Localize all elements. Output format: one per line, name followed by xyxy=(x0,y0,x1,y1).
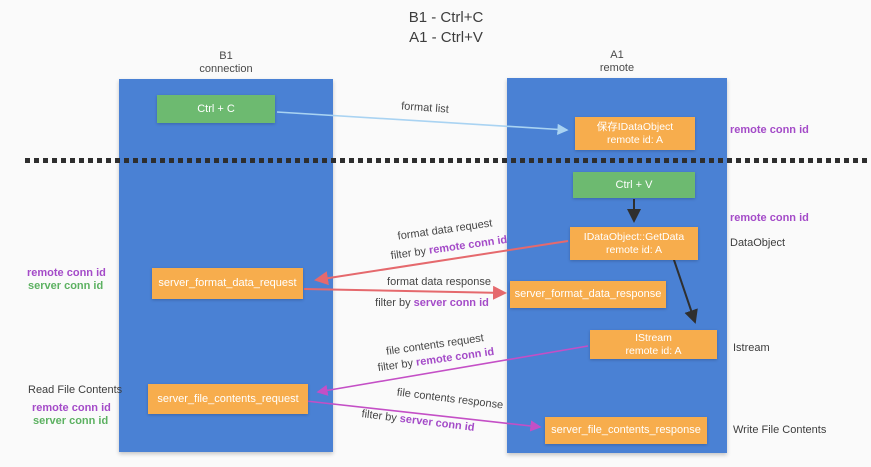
node-server-file-contents-response-label: server_file_contents_response xyxy=(551,424,701,436)
lane-a1-name: A1 xyxy=(610,49,624,61)
filter-by-text: filter by xyxy=(390,245,427,263)
node-idataobject-getdata: IDataObject::GetData remote id: A xyxy=(570,227,698,260)
filter-by-text: filter by xyxy=(375,297,411,309)
node-istream: IStream remote id: A xyxy=(590,330,717,359)
diagram-title: B1 - Ctrl+C A1 - Ctrl+V xyxy=(286,8,606,48)
node-save-idataobject-line2: remote id: A xyxy=(606,133,664,146)
label-format-list: format list xyxy=(400,100,450,116)
lane-header-b1: B1 connection xyxy=(119,50,333,76)
filter-by-text: filter by xyxy=(360,408,398,425)
annotation-istream: Istream xyxy=(733,342,770,354)
node-ctrl-c: Ctrl + C xyxy=(157,95,275,123)
node-server-file-contents-request: server_file_contents_request xyxy=(148,384,308,414)
title-line-2: A1 - Ctrl+V xyxy=(409,29,483,46)
annotation-dataobject: DataObject xyxy=(730,237,786,249)
node-server-format-data-request-label: server_format_data_request xyxy=(158,277,297,289)
node-server-format-data-response: server_format_data_response xyxy=(510,281,666,308)
annotation-write-file-contents: Write File Contents xyxy=(733,424,827,436)
node-server-file-contents-request-label: server_file_contents_request xyxy=(157,392,299,405)
node-istream-line2: remote id: A xyxy=(625,344,682,357)
annotation-remote-conn-id-bottom-left: remote conn id xyxy=(32,402,111,414)
node-istream-line1: IStream xyxy=(635,331,672,344)
lane-a1-subtitle: remote xyxy=(599,62,635,74)
node-ctrl-v-label: Ctrl + V xyxy=(615,178,653,191)
annotation-read-file-contents: Read File Contents xyxy=(28,384,123,396)
node-idataobject-getdata-line2: remote id: A xyxy=(605,243,663,256)
node-server-format-data-response-label: server_format_data_response xyxy=(514,288,662,300)
remote-conn-id-text: remote conn id xyxy=(428,233,508,257)
annotation-remote-conn-id-top-right: remote conn id xyxy=(730,124,809,136)
label-filter-by-server-conn-id-1: filter by server conn id xyxy=(375,297,489,309)
lane-b1-subtitle: connection xyxy=(199,63,253,75)
title-line-1: B1 - Ctrl+C xyxy=(408,9,484,26)
annotation-remote-conn-id-left: remote conn id xyxy=(27,267,106,279)
annotation-server-conn-id-bottom-left: server conn id xyxy=(33,415,109,427)
lane-header-a1: A1 remote xyxy=(507,49,727,75)
node-ctrl-c-label: Ctrl + C xyxy=(197,102,235,115)
phase-separator-dashed-line xyxy=(25,158,871,163)
filter-by-text: filter by xyxy=(377,357,414,375)
label-file-contents-response: file contents response xyxy=(396,386,504,412)
lane-b1-name: B1 xyxy=(219,50,233,62)
server-conn-id-text: server conn id xyxy=(413,297,489,309)
annotation-server-conn-id-left: server conn id xyxy=(28,280,104,292)
label-format-data-response: format data response xyxy=(387,276,491,288)
server-conn-id-text: server conn id xyxy=(399,412,476,434)
node-server-file-contents-response: server_file_contents_response xyxy=(545,417,707,444)
node-save-idataobject-line1: 保存IDataObject xyxy=(596,120,674,133)
annotation-remote-conn-id-mid-right: remote conn id xyxy=(730,212,809,224)
label-filter-by-server-conn-id-2: filter by server conn id xyxy=(361,408,475,434)
arrow-format-data-response xyxy=(303,285,507,300)
node-server-format-data-request: server_format_data_request xyxy=(152,268,303,299)
node-ctrl-v: Ctrl + V xyxy=(573,172,695,198)
node-save-idataobject: 保存IDataObject remote id: A xyxy=(575,117,695,150)
node-idataobject-getdata-line1: IDataObject::GetData xyxy=(583,230,685,243)
